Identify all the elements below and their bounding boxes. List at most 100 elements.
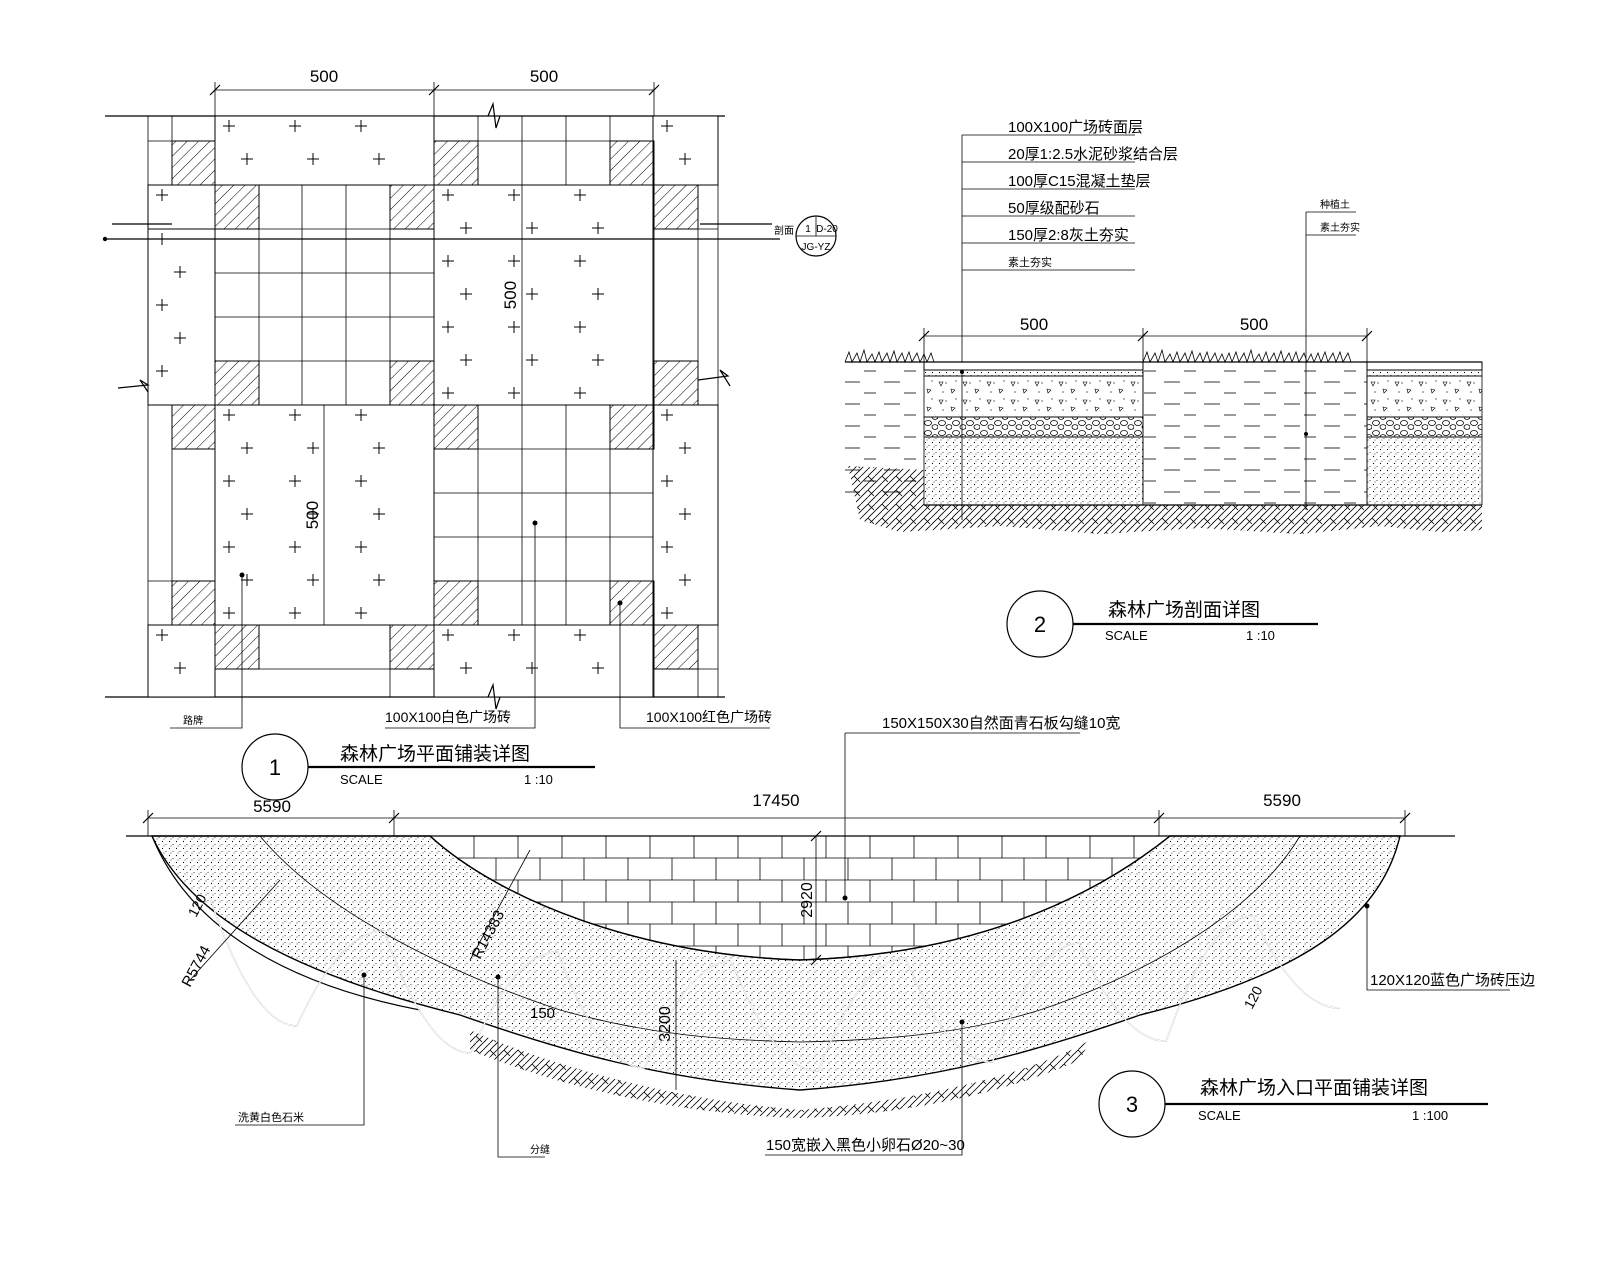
- label-curb: 路牌: [183, 714, 203, 727]
- band-dim-c: 120: [1241, 983, 1266, 1011]
- plus-mark: [373, 574, 385, 586]
- plus-mark: [355, 409, 367, 421]
- label-pebble: 150宽嵌入黑色小卵石Ø20~30: [766, 1137, 965, 1154]
- plus-mark: [592, 662, 604, 674]
- plus-mark: [174, 662, 186, 674]
- plus-mark: [174, 332, 186, 344]
- plus-mark: [156, 629, 168, 641]
- plus-mark: [373, 508, 385, 520]
- entrance-dim-mid: 17450: [752, 791, 799, 810]
- plus-mark: [442, 629, 454, 641]
- washed-stone-band: [150, 835, 1401, 1091]
- plus-mark: [156, 365, 168, 377]
- plus-mark: [661, 409, 673, 421]
- plus-mark: [241, 442, 253, 454]
- plus-mark: [460, 288, 472, 300]
- svg-text:JG-YZ: JG-YZ: [802, 242, 831, 253]
- plus-mark: [661, 475, 673, 487]
- plus-mark: [355, 120, 367, 132]
- plus-mark: [574, 387, 586, 399]
- layer-2: 20厚1:2.5水泥砂浆结合层: [1008, 145, 1178, 163]
- plus-mark: [661, 120, 673, 132]
- label-red-tile: 100X100红色广场砖: [646, 709, 772, 725]
- plus-mark: [508, 255, 520, 267]
- entrance-paving-plan: 150X150X30自然面青石板勾缝10宽 5590 17450 5590: [126, 714, 1535, 1158]
- red-tile-hatch: [171, 140, 699, 670]
- plus-mark: [223, 475, 235, 487]
- section-tag: 剖面: [774, 224, 794, 237]
- plus-mark: [442, 255, 454, 267]
- dim-vert-right: 500: [501, 281, 520, 309]
- depth-dim-2: 3200: [657, 1006, 674, 1042]
- plus-mark: [373, 153, 385, 165]
- plus-mark: [442, 189, 454, 201]
- depth-dim-1: 2920: [799, 882, 816, 918]
- plus-mark: [223, 409, 235, 421]
- plus-mark: [526, 662, 538, 674]
- plus-mark: [679, 153, 691, 165]
- layer-6: 素土夯实: [1008, 255, 1052, 269]
- label-wash: 洗黄白色石米: [238, 1110, 304, 1124]
- entrance-title: 森林广场入口平面铺装详图: [1200, 1077, 1428, 1099]
- plus-mark: [442, 387, 454, 399]
- entrance-dim-right: 5590: [1263, 791, 1301, 810]
- plus-mark: [289, 409, 301, 421]
- label-joint: 分缝: [530, 1143, 550, 1156]
- plus-mark: [289, 475, 301, 487]
- plus-mark: [679, 508, 691, 520]
- plus-mark: [592, 222, 604, 234]
- plus-mark: [307, 574, 319, 586]
- plus-mark: [460, 354, 472, 366]
- layer-1: 100X100广场砖面层: [1008, 119, 1143, 136]
- plus-mark: [526, 222, 538, 234]
- label-blue-tile: 120X120蓝色广场砖压边: [1370, 972, 1535, 989]
- plus-mark: [574, 321, 586, 333]
- svg-text:D-20: D-20: [816, 224, 838, 235]
- plus-mark: [289, 120, 301, 132]
- plus-mark: [355, 607, 367, 619]
- plan-title-block: 1 森林广场平面铺装详图 SCALE 1 :10: [241, 733, 595, 801]
- section-detail: 100X100广场砖面层 20厚1:2.5水泥砂浆结合层 100厚C15混凝土垫…: [844, 119, 1483, 658]
- plus-mark: [460, 662, 472, 674]
- section-title: 森林广场剖面详图: [1108, 599, 1260, 621]
- layer-3: 100厚C15混凝土垫层: [1008, 173, 1151, 190]
- plus-mark: [355, 475, 367, 487]
- plus-mark: [156, 299, 168, 311]
- section-callout: 1 D-20 JG-YZ: [795, 215, 838, 257]
- plus-mark: [508, 629, 520, 641]
- section-title-block: 2 森林广场剖面详图 SCALE 1 :10: [1006, 590, 1318, 658]
- plus-mark: [592, 288, 604, 300]
- plus-mark: [574, 629, 586, 641]
- svg-text:SCALE: SCALE: [1105, 628, 1148, 643]
- plus-marks: [156, 120, 691, 674]
- section-dim-left: 500: [1020, 315, 1048, 334]
- layer-5: 150厚2:8灰土夯实: [1008, 227, 1129, 244]
- plus-mark: [241, 574, 253, 586]
- plus-mark: [174, 266, 186, 278]
- band-dim-b: 150: [530, 1005, 555, 1022]
- dim-top-left: 500: [310, 67, 338, 86]
- plus-mark: [307, 442, 319, 454]
- plus-mark: [442, 321, 454, 333]
- plus-mark: [289, 541, 301, 553]
- plus-mark: [289, 607, 301, 619]
- plus-mark: [223, 120, 235, 132]
- side-label-2: 素土夯实: [1320, 221, 1360, 234]
- svg-text:SCALE: SCALE: [340, 772, 383, 787]
- plus-mark: [223, 607, 235, 619]
- svg-text:3: 3: [1126, 1092, 1138, 1117]
- plus-mark: [241, 153, 253, 165]
- plus-mark: [592, 354, 604, 366]
- plus-mark: [373, 442, 385, 454]
- svg-text:SCALE: SCALE: [1198, 1108, 1241, 1123]
- plus-mark: [526, 288, 538, 300]
- dim-vert-left: 500: [303, 501, 322, 529]
- radius-outer: R5744: [179, 943, 215, 990]
- svg-text:1 :10: 1 :10: [1246, 628, 1275, 643]
- plus-mark: [661, 607, 673, 619]
- layer-callout-table: 100X100广场砖面层 20厚1:2.5水泥砂浆结合层 100厚C15混凝土垫…: [962, 119, 1178, 271]
- plus-mark: [241, 508, 253, 520]
- plus-mark: [508, 189, 520, 201]
- entrance-dim-left: 5590: [253, 797, 291, 816]
